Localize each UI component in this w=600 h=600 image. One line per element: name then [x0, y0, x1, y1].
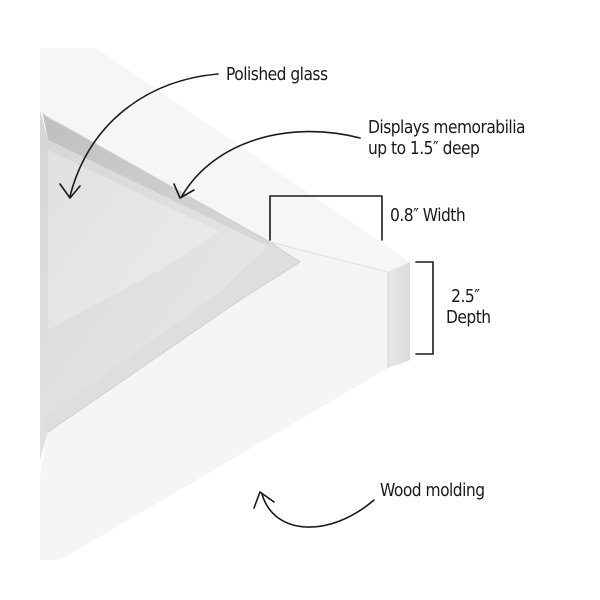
wood-molding-text: Wood molding — [380, 480, 485, 501]
wood-molding-arrow — [261, 493, 375, 528]
memorabilia-line-1: Displays memorabilia — [368, 117, 525, 138]
depth-label: 2.5″ Depth — [446, 286, 491, 328]
memorabilia-line-2: up to 1.5″ deep — [368, 138, 480, 159]
frame-interior-glass — [40, 110, 300, 460]
glass-sheen — [48, 150, 220, 330]
polished-glass-text: Polished glass — [226, 64, 328, 85]
memorabilia-arrow — [181, 130, 361, 197]
frame-outer-side — [388, 262, 410, 368]
wood-molding-arrowhead — [253, 491, 275, 509]
polished-glass-arrowhead — [59, 183, 81, 199]
frame-bottom-rail — [40, 262, 388, 560]
memorabilia-label: Displays memorabilia up to 1.5″ deep — [368, 117, 525, 159]
width-label: 0.8″ Width — [390, 205, 466, 226]
polished-glass-label: Polished glass — [226, 64, 328, 85]
frame-edge-line — [45, 115, 301, 433]
width-bracket — [269, 195, 383, 241]
width-text: 0.8″ Width — [390, 205, 466, 226]
wood-molding-label: Wood molding — [380, 480, 485, 501]
depth-bracket — [415, 261, 434, 355]
frame-top-corner-line — [269, 241, 389, 273]
frame-inner-edge-right — [40, 240, 300, 432]
depth-value: 2.5″ — [451, 286, 480, 307]
polished-glass-arrow — [69, 73, 219, 197]
memorabilia-arrowhead — [173, 183, 195, 199]
depth-word: Depth — [446, 307, 491, 328]
